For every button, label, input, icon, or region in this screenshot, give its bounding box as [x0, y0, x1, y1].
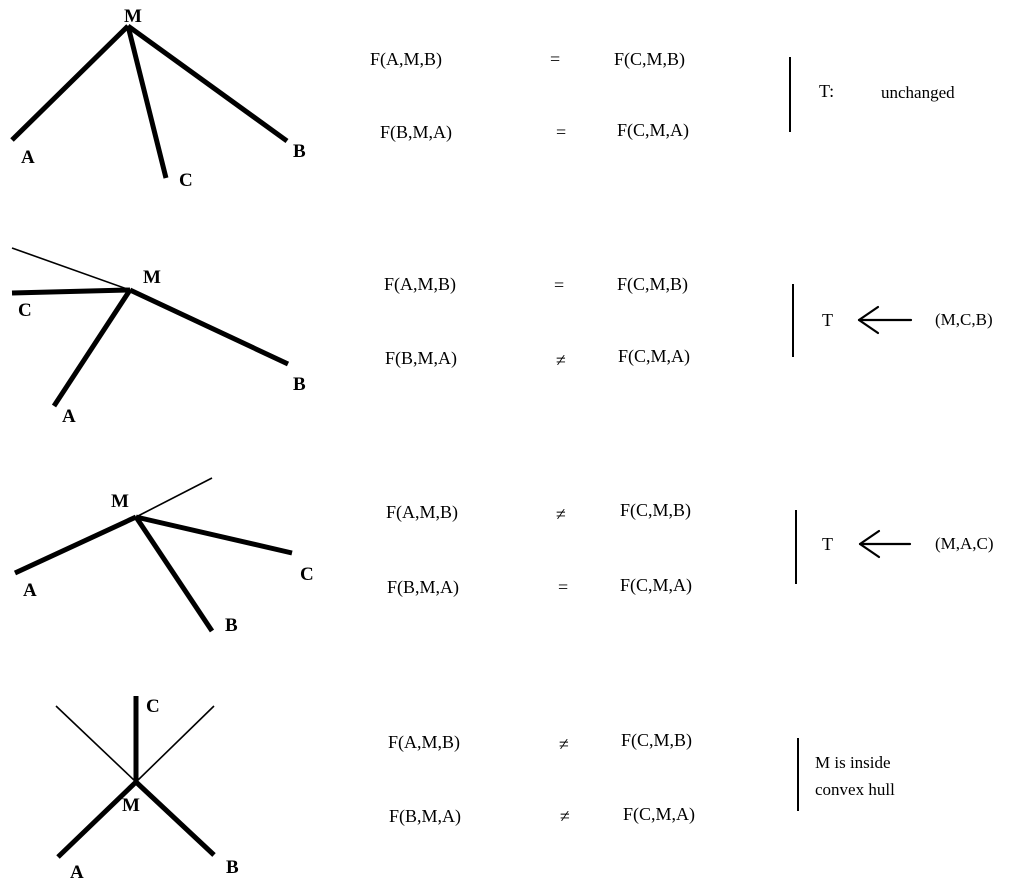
eq2-right: F(C,M,A): [620, 575, 692, 596]
extension-line: [135, 477, 213, 518]
eq1-right: F(C,M,B): [621, 730, 692, 751]
eq1-right: F(C,M,B): [620, 500, 691, 521]
diagram-4: C M A B: [55, 696, 239, 878]
equations-1: F(A,M,B) = F(C,M,B) F(B,M,A) = F(C,M,A): [370, 49, 689, 143]
point-label-b: B: [293, 374, 306, 395]
eq2-left: F(B,M,A): [380, 122, 452, 143]
point-label-c: C: [18, 300, 32, 321]
segment-mc: [11, 287, 131, 296]
segment-ma: [51, 288, 133, 408]
result-4: M is inside convex hull: [797, 738, 895, 811]
segment-mb: [133, 515, 215, 633]
arrow-left-icon: [857, 305, 913, 335]
segment-mc: [125, 25, 169, 179]
eq2-relation: ≠: [560, 806, 570, 826]
row-1: M A B C F(A,M,B) = F(C,M,B) F(B,M,A) = F…: [10, 6, 955, 191]
eq2-relation: =: [558, 577, 568, 597]
extension-line-upper-right: [135, 705, 215, 783]
result-2: T (M,C,B): [792, 284, 993, 357]
point-label-c: C: [146, 696, 160, 717]
eq1-relation: ≠: [559, 734, 569, 754]
segment-mb: [126, 23, 289, 144]
eq1-left: F(A,M,B): [384, 274, 456, 295]
eq2-right: F(C,M,A): [623, 804, 695, 825]
eq2-relation: ≠: [556, 350, 566, 370]
segment-ma: [10, 24, 130, 142]
point-label-a: A: [62, 406, 76, 427]
segment-mb: [128, 287, 290, 367]
point-label-b: B: [225, 615, 238, 636]
equations-4: F(A,M,B) ≠ F(C,M,B) F(B,M,A) ≠ F(C,M,A): [388, 730, 695, 827]
eq2-left: F(B,M,A): [387, 577, 459, 598]
point-label-b: B: [226, 857, 239, 878]
point-label-c: C: [179, 170, 193, 191]
extension-line: [11, 247, 131, 291]
result-3: T (M,A,C): [795, 510, 994, 584]
equations-2: F(A,M,B) = F(C,M,B) F(B,M,A) ≠ F(C,M,A): [384, 274, 690, 370]
point-label-a: A: [23, 580, 37, 601]
segment-mb: [134, 780, 216, 857]
equations-3: F(A,M,B) ≠ F(C,M,B) F(B,M,A) = F(C,M,A): [386, 500, 692, 598]
point-label-m: M: [111, 491, 129, 512]
eq1-relation: ≠: [556, 504, 566, 524]
eq1-right: F(C,M,B): [617, 274, 688, 295]
row-3: M A C B F(A,M,B) ≠ F(C,M,B) F(B,M,A) = F…: [13, 477, 994, 636]
point-label-b: B: [293, 141, 306, 162]
point-label-a: A: [70, 862, 84, 878]
row-2: M C B A F(A,M,B) = F(C,M,B) F(B,M,A) ≠ F…: [11, 247, 993, 427]
eq2-left: F(B,M,A): [389, 806, 461, 827]
eq1-right: F(C,M,B): [614, 49, 685, 70]
diagram-3: M A C B: [13, 477, 314, 636]
segment-mc: [135, 514, 293, 556]
point-label-a: A: [21, 147, 35, 168]
result-t: T:: [819, 81, 834, 101]
row-4: C M A B F(A,M,B) ≠ F(C,M,B) F(B,M,A) ≠ F…: [55, 696, 895, 878]
result-text: unchanged: [881, 83, 955, 102]
eq1-relation: =: [550, 49, 560, 69]
point-label-m: M: [143, 267, 161, 288]
point-label-c: C: [300, 564, 314, 585]
arrow-left-icon: [858, 529, 912, 559]
eq1-left: F(A,M,B): [388, 732, 460, 753]
eq2-right: F(C,M,A): [618, 346, 690, 367]
eq2-relation: =: [556, 122, 566, 142]
result-1: T: unchanged: [789, 57, 955, 132]
point-label-m: M: [122, 795, 140, 816]
result-text: (M,A,C): [935, 534, 994, 553]
result-line-2: convex hull: [815, 780, 895, 799]
segment-ma: [13, 514, 138, 576]
eq1-left: F(A,M,B): [370, 49, 442, 70]
diagram-2: M C B A: [11, 247, 306, 427]
result-line-1: M is inside: [815, 753, 891, 772]
eq2-right: F(C,M,A): [617, 120, 689, 141]
eq1-relation: =: [554, 275, 564, 295]
diagram-1: M A B C: [10, 6, 306, 191]
result-text: (M,C,B): [935, 310, 993, 329]
segment-ma: [56, 780, 138, 859]
eq2-left: F(B,M,A): [385, 348, 457, 369]
eq1-left: F(A,M,B): [386, 502, 458, 523]
extension-line-upper-left: [55, 705, 137, 783]
result-t: T: [822, 310, 833, 330]
result-t: T: [822, 534, 833, 554]
point-label-m: M: [124, 6, 142, 27]
